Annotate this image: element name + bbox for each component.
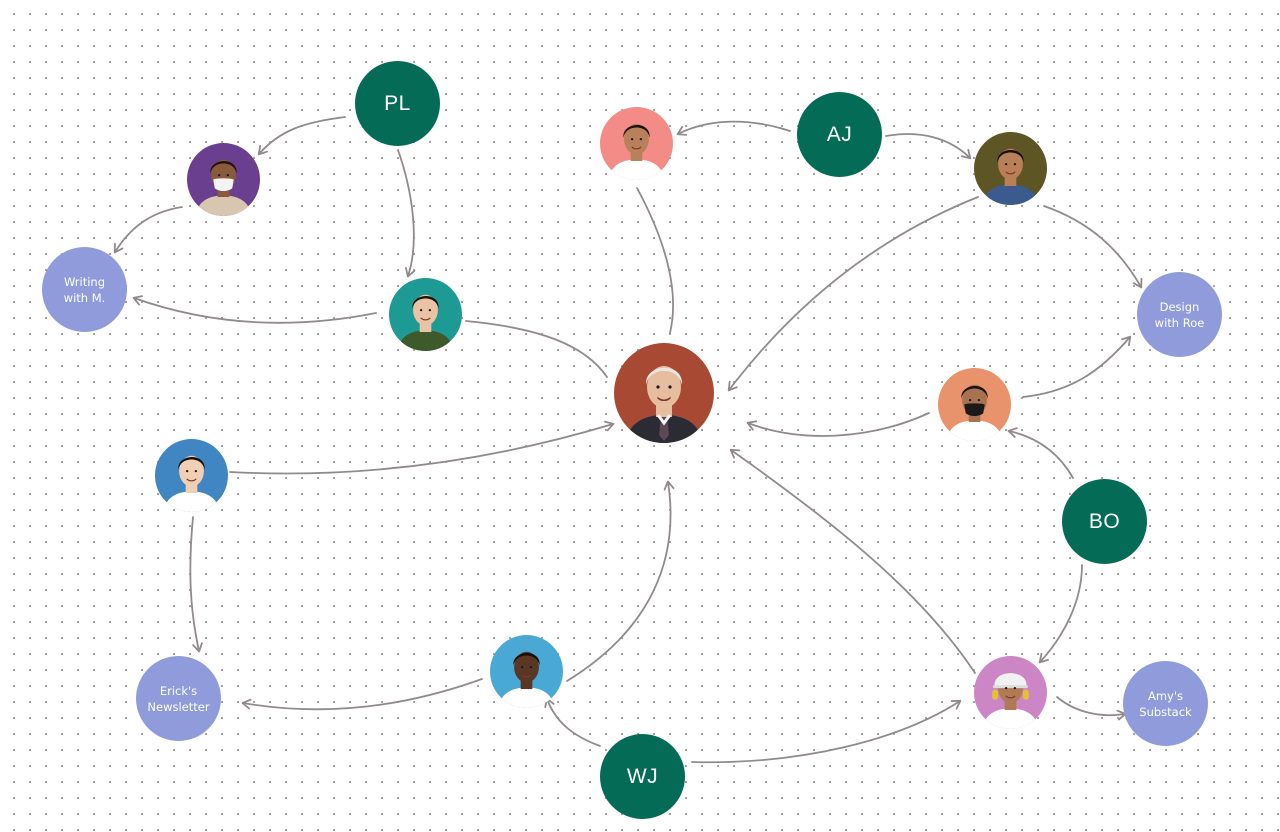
avatar-skyblue[interactable]: [490, 635, 563, 708]
edge-bo-magenta: [1038, 564, 1083, 664]
node-design-with-roe[interactable]: Design with Roe: [1137, 272, 1222, 357]
edge-olive-center: [727, 196, 979, 392]
edge-olive-design: [1043, 205, 1143, 289]
node-amys-substack[interactable]: Amy's Substack: [1123, 661, 1208, 746]
edge-pl-purple: [257, 116, 346, 156]
edge-bo-orange: [1007, 427, 1074, 479]
edge-orange-center: [746, 412, 930, 437]
node-writing-with-m[interactable]: Writing with M.: [42, 247, 127, 332]
node-pl[interactable]: PL: [355, 61, 440, 146]
avatar-magenta-helmet[interactable]: [974, 656, 1047, 729]
node-ericks-newsletter[interactable]: Erick's Newsletter: [136, 656, 221, 741]
edge-pl-teal: [397, 149, 416, 278]
edge-magenta-center: [729, 448, 976, 674]
edge-teal-writing: [132, 295, 377, 324]
avatar-olive[interactable]: [974, 132, 1047, 205]
edge-orange-design: [1022, 335, 1132, 398]
avatar-center[interactable]: [614, 343, 714, 443]
node-wj[interactable]: WJ: [600, 734, 685, 819]
avatar-orange-masked[interactable]: [938, 368, 1011, 441]
node-bo[interactable]: BO: [1062, 479, 1147, 564]
edge-blue-center: [229, 420, 615, 475]
edge-blue-erick: [189, 516, 203, 653]
node-aj[interactable]: AJ: [797, 92, 882, 177]
edge-magenta-amy: [1056, 696, 1127, 721]
edge-purple-writing: [113, 206, 183, 254]
edge-aj-pink: [676, 120, 791, 136]
edge-wj-magenta: [691, 699, 962, 764]
avatar-blue[interactable]: [155, 439, 228, 512]
edge-wj-skyblue: [544, 697, 601, 747]
edge-pink-center: [636, 187, 674, 334]
edge-skyblue-center: [566, 480, 675, 682]
edge-aj-olive: [885, 133, 972, 160]
avatar-purple-masked[interactable]: [187, 143, 260, 216]
avatar-pink[interactable]: [600, 107, 673, 180]
edge-skyblue-erick: [241, 678, 483, 711]
avatar-teal[interactable]: [389, 278, 462, 351]
edge-teal-center: [465, 320, 608, 378]
